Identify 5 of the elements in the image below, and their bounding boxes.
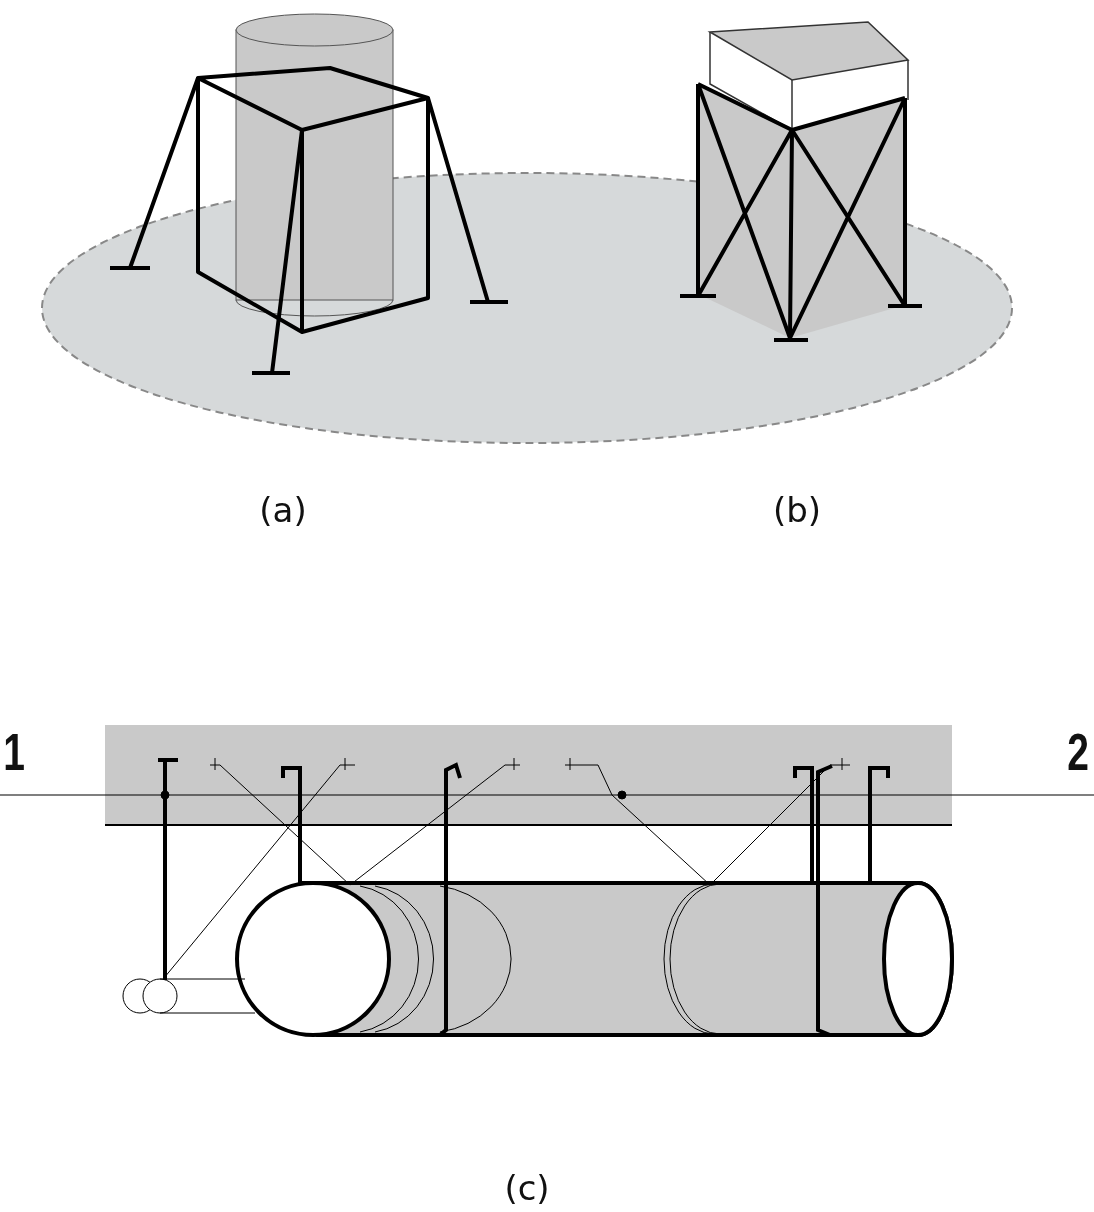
figure-label: (c) — [504, 1168, 550, 1208]
point-number: 1 — [3, 722, 25, 782]
figure-label: (a) — [259, 490, 307, 530]
figure-label: (b) — [772, 490, 822, 530]
point-number: 2 — [1067, 722, 1089, 782]
